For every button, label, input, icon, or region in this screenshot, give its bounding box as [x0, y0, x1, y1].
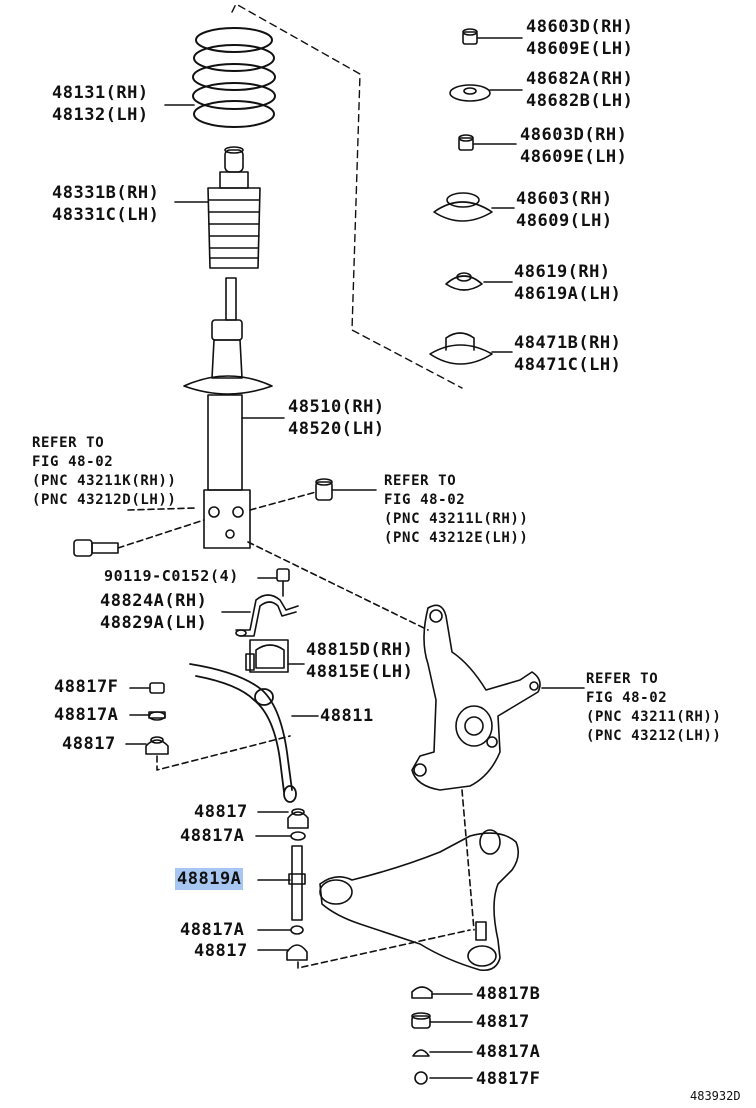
dust-boot	[207, 187, 261, 269]
part-number-lh: 48815E(LH)	[306, 662, 414, 682]
part-number: 48811	[320, 706, 374, 726]
label-48817A-left: 48817A	[54, 704, 118, 726]
refer-to-mid: REFER TO FIG 48-02 (PNC 43211L(RH)) (PNC…	[384, 472, 528, 548]
part-number-rh: 48131(RH)	[52, 83, 149, 103]
part-number: 48817A	[180, 826, 245, 846]
lower-control-arm	[319, 829, 520, 972]
part-number-rh: 48682A(RH)	[526, 69, 634, 89]
part-number: 48817	[194, 941, 248, 961]
link-stack	[286, 808, 309, 961]
refer-line: REFER TO	[384, 473, 457, 489]
part-number-highlighted[interactable]: 48819A	[175, 868, 244, 890]
label-48817-center-top: 48817	[194, 801, 248, 823]
part-number-lh: 48331C(LH)	[52, 205, 160, 225]
stabilizer-bushing	[245, 639, 289, 673]
refer-pnc-lh: (PNC 43212E(LH))	[384, 530, 529, 546]
label-48815: 48815D(RH) 48815E(LH)	[306, 639, 413, 683]
diagram-code: 483932D	[690, 1088, 741, 1104]
refer-pnc-rh: (PNC 43211K(RH))	[32, 473, 177, 489]
part-number: 48817A	[180, 920, 245, 940]
part-number-rh: 48331B(RH)	[52, 183, 160, 203]
diagram-code-text: 483932D	[690, 1089, 741, 1103]
part-number-lh: 48609(LH)	[516, 211, 613, 231]
strut-bolt	[73, 539, 119, 557]
part-number-rh: 48471B(RH)	[514, 333, 622, 353]
label-48131-48132: 48131(RH) 48132(LH)	[52, 82, 149, 126]
part-number: 48817	[62, 734, 116, 754]
part-number-rh: 48824A(RH)	[100, 591, 208, 611]
stabilizer-bracket	[235, 594, 299, 637]
label-48817A-right: 48817A	[476, 1041, 540, 1063]
part-number-rh: 48603D(RH)	[526, 17, 634, 37]
stabilizer-bar	[189, 663, 297, 803]
label-48817F-right: 48817F	[476, 1068, 540, 1090]
part-number-lh: 48619A(LH)	[514, 284, 622, 304]
coil-spring	[192, 27, 276, 128]
label-48817-right: 48817	[476, 1011, 530, 1033]
part-number-lh: 48609E(LH)	[526, 39, 634, 59]
refer-line: REFER TO	[32, 435, 105, 451]
part-number-rh: 48815D(RH)	[306, 640, 414, 660]
part-number-rh: 48603(RH)	[516, 189, 613, 209]
label-48603D-second: 48603D(RH) 48609E(LH)	[520, 124, 627, 168]
bump-stopper	[219, 146, 249, 189]
left-nut-stack	[145, 682, 169, 755]
refer-pnc-rh: (PNC 43211L(RH))	[384, 511, 529, 527]
part-number: 48817A	[54, 705, 119, 725]
part-number: 48817A	[476, 1042, 541, 1062]
part-number-lh: 48682B(LH)	[526, 91, 634, 111]
part-number-rh: 48603D(RH)	[520, 125, 628, 145]
refer-figure-link[interactable]: FIG 48-02	[586, 690, 668, 706]
label-48819A-highlighted[interactable]: 48819A	[175, 868, 244, 890]
label-48331: 48331B(RH) 48331C(LH)	[52, 182, 159, 226]
stabilizer-bracket-bolt	[276, 568, 290, 597]
part-number: 48817F	[476, 1069, 541, 1089]
label-48510-48520: 48510(RH) 48520(LH)	[288, 396, 385, 440]
mount-group-dashed-outline	[231, 3, 463, 389]
upper-mount-parts	[429, 28, 493, 365]
part-number-rh: 48619(RH)	[514, 262, 611, 282]
part-number-lh: 48609E(LH)	[520, 147, 628, 167]
label-48824: 48824A(RH) 48829A(LH)	[100, 590, 207, 634]
refer-pnc-lh: (PNC 43212D(LH))	[32, 492, 177, 508]
strut-nut	[315, 478, 333, 501]
part-number: 90119-C0152(4)	[104, 567, 239, 585]
refer-figure-link[interactable]: FIG 48-02	[32, 454, 114, 470]
label-48471: 48471B(RH) 48471C(LH)	[514, 332, 621, 376]
lower-ball-joint-nut-stack	[411, 986, 433, 1085]
label-48682: 48682A(RH) 48682B(LH)	[526, 68, 633, 112]
label-48619: 48619(RH) 48619A(LH)	[514, 261, 621, 305]
refer-pnc-lh: (PNC 43212(LH))	[586, 728, 722, 744]
part-number: 48817F	[54, 677, 119, 697]
steering-knuckle	[411, 604, 541, 791]
refer-to-right: REFER TO FIG 48-02 (PNC 43211(RH)) (PNC …	[586, 670, 721, 746]
refer-line: REFER TO	[586, 671, 659, 687]
label-48817-left: 48817	[62, 733, 116, 755]
part-number: 48817	[194, 802, 248, 822]
label-48817-center-bottom: 48817	[194, 940, 248, 962]
part-number-lh: 48520(LH)	[288, 419, 385, 439]
part-number-rh: 48510(RH)	[288, 397, 385, 417]
label-48603D-top: 48603D(RH) 48609E(LH)	[526, 16, 633, 60]
label-90119: 90119-C0152(4)	[104, 567, 239, 586]
part-number-lh: 48471C(LH)	[514, 355, 622, 375]
label-48817F-left: 48817F	[54, 676, 118, 698]
label-48811: 48811	[320, 705, 374, 727]
part-number: 48817B	[476, 984, 541, 1004]
part-number: 48817	[476, 1012, 530, 1032]
refer-to-left: REFER TO FIG 48-02 (PNC 43211K(RH)) (PNC…	[32, 434, 176, 510]
label-48817A-center-bottom: 48817A	[180, 919, 244, 941]
shock-absorber	[183, 277, 273, 549]
label-48817B-right: 48817B	[476, 983, 540, 1005]
label-48603: 48603(RH) 48609(LH)	[516, 188, 613, 232]
refer-pnc-rh: (PNC 43211(RH))	[586, 709, 722, 725]
part-number-lh: 48829A(LH)	[100, 613, 208, 633]
part-number-lh: 48132(LH)	[52, 105, 149, 125]
refer-figure-link[interactable]: FIG 48-02	[384, 492, 466, 508]
label-48817A-center-top: 48817A	[180, 825, 244, 847]
